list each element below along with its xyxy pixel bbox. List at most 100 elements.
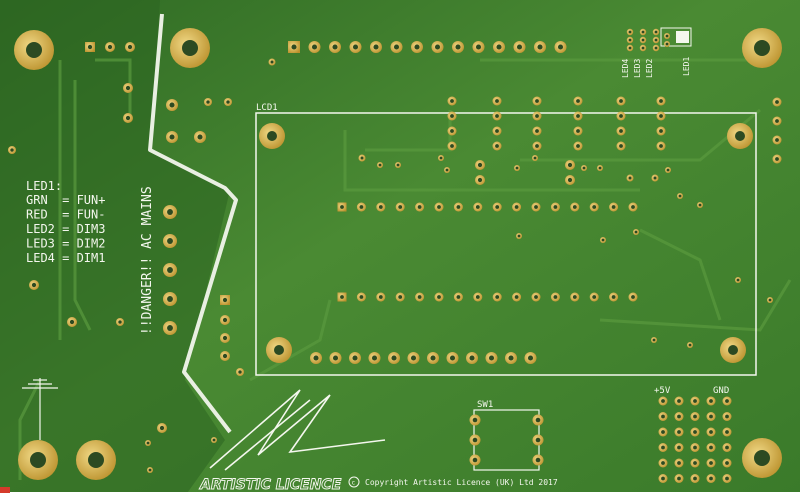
- lcd-pad: [570, 202, 580, 212]
- pad: [116, 318, 124, 326]
- isolation-slot: [148, 13, 238, 434]
- component-pad: [492, 141, 502, 151]
- power-pad: [690, 443, 700, 452]
- pad: [651, 337, 657, 343]
- lcd-pad: [531, 202, 541, 212]
- component-pad: [492, 126, 502, 136]
- pad: [581, 165, 587, 171]
- power-pad: [674, 412, 684, 421]
- power-pad: [690, 412, 700, 421]
- pad: [67, 317, 77, 327]
- pad: [532, 155, 538, 161]
- pad: [194, 131, 206, 143]
- lcd-pad: [337, 292, 347, 302]
- power-pad: [706, 443, 716, 452]
- lcd-pad: [512, 202, 522, 212]
- component-pad: [616, 96, 626, 106]
- power-pad: [658, 458, 668, 468]
- pad: [438, 155, 444, 161]
- pad: [677, 193, 683, 199]
- led-legend-line: LED2 = DIM3: [26, 222, 105, 236]
- pad: [697, 202, 703, 208]
- pad: [735, 277, 741, 283]
- lcd-mount-hole: [259, 123, 285, 149]
- lcd-pad: [628, 292, 638, 302]
- pad: [220, 333, 230, 343]
- header-pad: [472, 41, 485, 53]
- switch-pad: [532, 454, 544, 466]
- power-pad: [722, 396, 732, 406]
- led-legend-line: GRN = FUN+: [26, 193, 105, 207]
- led-legend-line: RED = FUN-: [26, 208, 105, 222]
- pad: [665, 167, 671, 173]
- mount-hole: [76, 440, 116, 480]
- component-pad: [616, 141, 626, 151]
- lcd-connector-pad: [407, 352, 420, 364]
- pad: [105, 42, 115, 52]
- led-legend-title: LED1:: [26, 179, 62, 193]
- header-pad: [288, 41, 300, 53]
- header-pad: [370, 41, 382, 53]
- component-pad: [532, 141, 542, 151]
- pad: [211, 437, 217, 443]
- led-pad: [639, 44, 647, 52]
- component-pad: [656, 96, 666, 106]
- lcd-mount-hole: [720, 337, 746, 363]
- lcd-pad: [531, 292, 541, 302]
- mains-pad: [163, 205, 177, 219]
- power-pad: [690, 474, 700, 483]
- pad: [29, 280, 39, 290]
- pad: [123, 113, 133, 123]
- power-pad: [674, 474, 684, 483]
- led2-label: LED2: [645, 59, 654, 78]
- pad: [125, 42, 135, 52]
- lcd-pad: [512, 292, 522, 302]
- copper-traces: [18, 58, 792, 480]
- lcd-pad: [395, 202, 405, 212]
- header-pad: [308, 41, 321, 53]
- power-pad: [706, 474, 716, 483]
- header-pad: [452, 41, 464, 53]
- mount-hole: [170, 28, 210, 68]
- led-pad: [626, 36, 634, 44]
- lcd-pad: [628, 202, 638, 212]
- lcd-pad: [434, 292, 444, 302]
- pad: [772, 116, 782, 126]
- led1-marker: [676, 31, 689, 43]
- mains-pad: [163, 292, 177, 306]
- lcd-pad: [589, 202, 599, 212]
- pad: [687, 342, 693, 348]
- power-pad: [674, 396, 684, 406]
- antenna-icon: [22, 378, 58, 440]
- pad: [123, 83, 133, 93]
- lcd-connector-pad: [329, 352, 342, 364]
- lcd-connector-pad: [388, 352, 400, 364]
- lcd-mount-hole: [727, 123, 753, 149]
- power-pad: [722, 427, 732, 437]
- power-pad: [690, 396, 700, 406]
- component-pad: [447, 96, 457, 106]
- switch-pad: [469, 414, 481, 426]
- pad: [664, 33, 670, 39]
- pad: [145, 440, 151, 446]
- component-pad: [573, 141, 583, 151]
- gnd-label: GND: [713, 386, 729, 396]
- power-pad: [722, 412, 732, 421]
- pad: [236, 368, 244, 376]
- lcd-pad: [453, 202, 463, 212]
- header-pad: [534, 41, 546, 53]
- power-pad: [706, 427, 716, 437]
- lcd-connector-pad: [446, 352, 459, 364]
- logo-text: ARTISTIC LICENCE: [199, 477, 342, 493]
- lcd-connector-pad: [466, 352, 478, 364]
- pad: [444, 167, 450, 173]
- power-pad: [690, 427, 700, 437]
- header-pad: [390, 41, 403, 53]
- pad: [475, 175, 485, 185]
- pad: [224, 98, 232, 106]
- danger-ac-mains-label: !!DANGER!! AC MAINS: [140, 186, 155, 335]
- pads-group: [8, 28, 782, 483]
- mount-hole: [18, 440, 58, 480]
- lcd-pad: [337, 202, 347, 212]
- component-pad: [447, 141, 457, 151]
